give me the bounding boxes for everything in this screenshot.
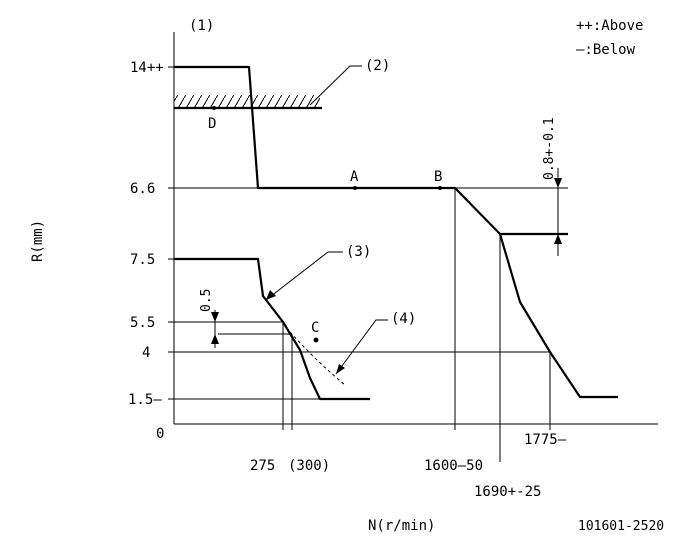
point-c-dot	[313, 337, 319, 343]
y-tick-label: 1.5—	[128, 392, 162, 408]
y-tick-label: 7.5	[130, 252, 155, 268]
point-b-dot	[438, 186, 442, 190]
upper-curve	[174, 65, 568, 236]
point-a-label: A	[350, 169, 359, 185]
x-tick-label: 1600—50	[424, 458, 483, 474]
legend-above: ++:Above	[576, 18, 643, 34]
dim-top-label: 0.8+-0.1	[542, 117, 557, 180]
dim-top-arrow-b	[554, 234, 562, 244]
leader-3-arrow	[266, 290, 276, 300]
lower-curve	[174, 257, 370, 401]
leader-3	[265, 251, 343, 301]
dim-left-arrow-a	[211, 312, 219, 322]
point-b-label: B	[434, 169, 442, 185]
y-axis-label: R(mm)	[30, 220, 46, 262]
figure-code: 101601-2520	[578, 519, 664, 534]
leader-4	[335, 319, 388, 375]
y-tick-label: 5.5	[130, 315, 155, 331]
ref-4-label: (4)	[391, 311, 416, 327]
hatch-band	[174, 95, 320, 108]
ref-3-label: (3)	[346, 244, 371, 260]
x-tick-label: 1690+-25	[474, 484, 541, 500]
dim-left-arrow-b	[211, 334, 219, 344]
x-tick-label: (300)	[288, 458, 330, 474]
y-tick-label: 0	[156, 426, 164, 442]
leader-2	[309, 65, 362, 106]
dashed-curve	[289, 331, 346, 386]
right-curve	[498, 233, 618, 399]
x-tick-label: 1775—	[524, 432, 567, 448]
point-d-dot	[212, 106, 216, 110]
x-tick-label: 275	[250, 458, 275, 474]
dim-top-arrow-a	[554, 178, 562, 188]
ref-1-label: (1)	[189, 18, 214, 34]
y-tick-label: 4	[142, 345, 150, 361]
y-tick-label: 14++	[130, 60, 164, 76]
point-a-dot	[353, 186, 357, 190]
legend-below: —:Below	[576, 42, 636, 58]
dim-left-label: 0.5	[199, 289, 214, 312]
point-d-label: D	[208, 116, 216, 132]
ref-2-label: (2)	[365, 58, 390, 74]
y-tick-label: 6.6	[130, 181, 155, 197]
x-axis-label: N(r/min)	[368, 518, 435, 534]
point-c-label: C	[311, 320, 319, 336]
leader-4-arrow	[336, 364, 345, 374]
